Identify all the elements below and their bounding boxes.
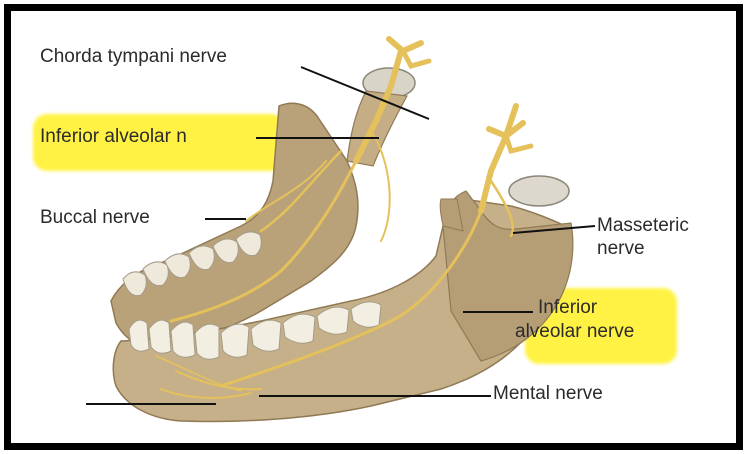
label-inferior-alveolar-nerve-line1: Inferior bbox=[538, 297, 597, 319]
label-mental-nerve: Mental nerve bbox=[493, 383, 603, 405]
condyle-right bbox=[509, 176, 569, 206]
label-masseteric-line2: nerve bbox=[597, 238, 645, 260]
label-chorda-tympani: Chorda tympani nerve bbox=[40, 46, 227, 68]
label-buccal-nerve: Buccal nerve bbox=[40, 207, 150, 229]
label-inferior-alveolar-nerve-line2: alveolar nerve bbox=[515, 321, 634, 343]
figure-frame: Chorda tympani nerve Inferior alveolar n… bbox=[4, 4, 743, 450]
label-inferior-alveolar-n: Inferior alveolar n bbox=[40, 126, 187, 148]
label-masseteric-line1: Masseteric bbox=[597, 215, 689, 237]
